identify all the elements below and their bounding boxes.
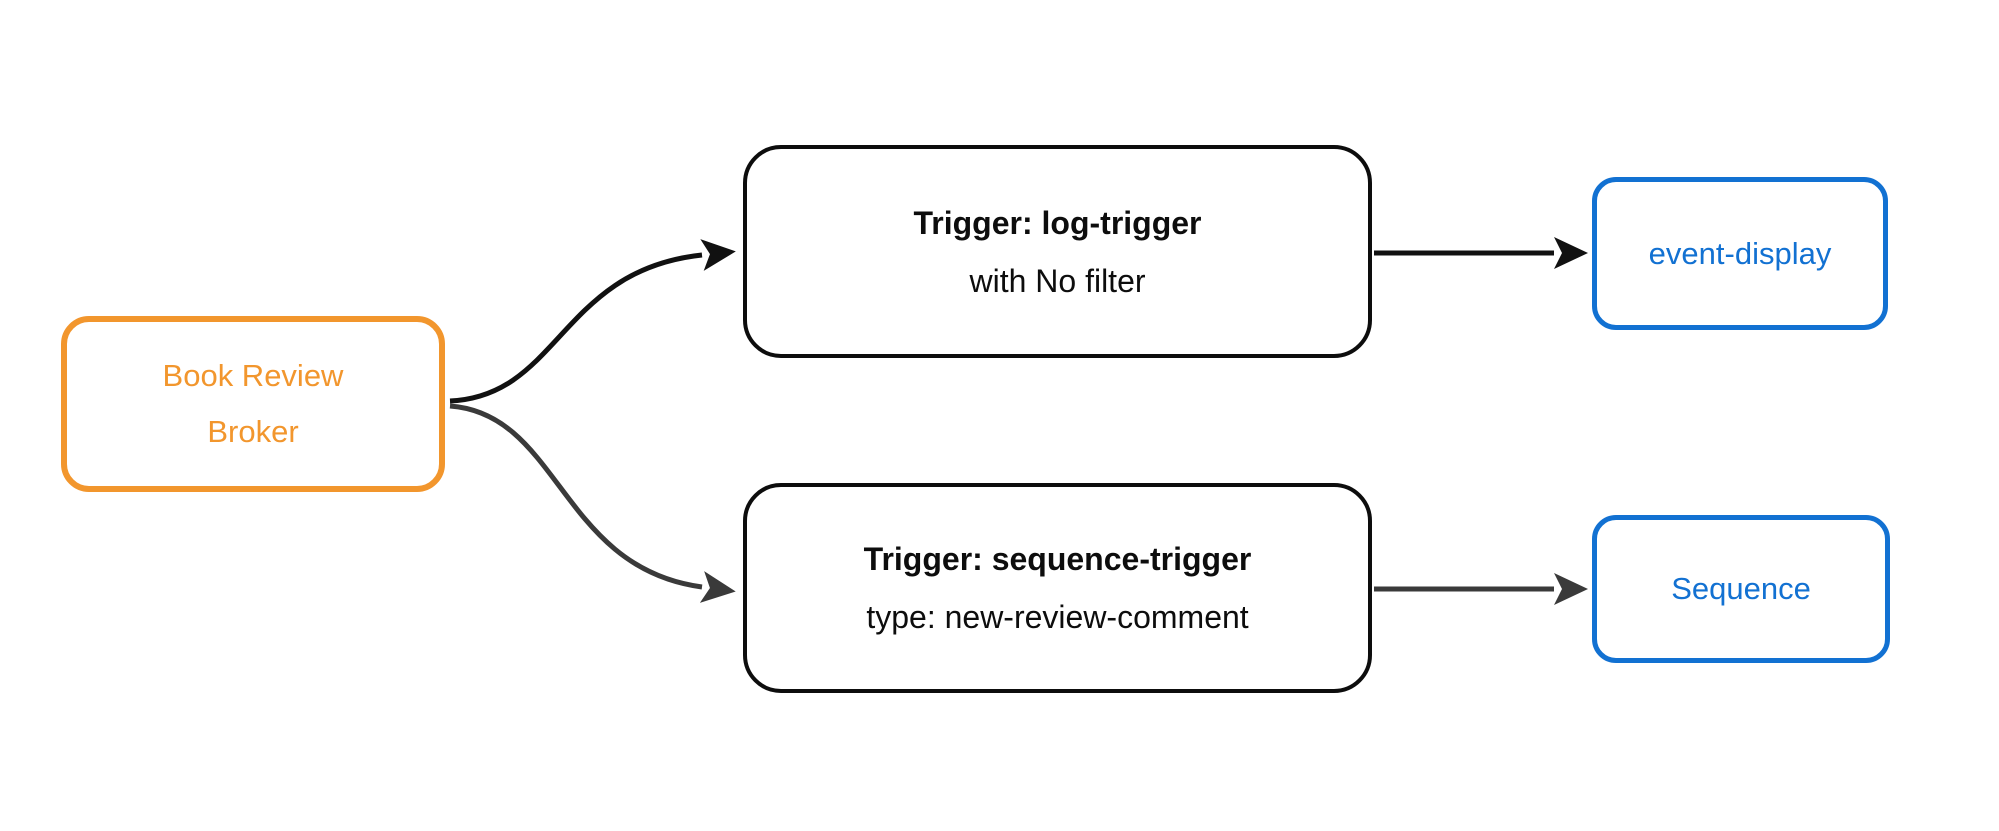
node-event-display: event-display — [1592, 177, 1888, 330]
edge-broker-to-sequence-trigger — [449, 403, 736, 603]
node-label-line: Book Review — [162, 358, 344, 393]
node-title: Trigger: sequence-trigger — [863, 541, 1252, 577]
node-book-review-broker: Book Review Broker — [61, 316, 445, 492]
node-label: event-display — [1648, 235, 1832, 271]
node-subtitle: with No filter — [969, 262, 1146, 299]
edge-broker-to-log-trigger — [449, 239, 736, 404]
node-log-trigger: Trigger: log-trigger with No filter — [743, 145, 1372, 358]
node-label: Sequence — [1671, 571, 1811, 606]
node-sequence-trigger: Trigger: sequence-trigger type: new-revi… — [743, 483, 1372, 693]
node-subtitle: type: new-review-comment — [866, 599, 1249, 635]
node-title: Trigger: log-trigger — [913, 204, 1202, 241]
node-sequence: Sequence — [1592, 515, 1890, 663]
node-label-line: Broker — [207, 414, 299, 449]
